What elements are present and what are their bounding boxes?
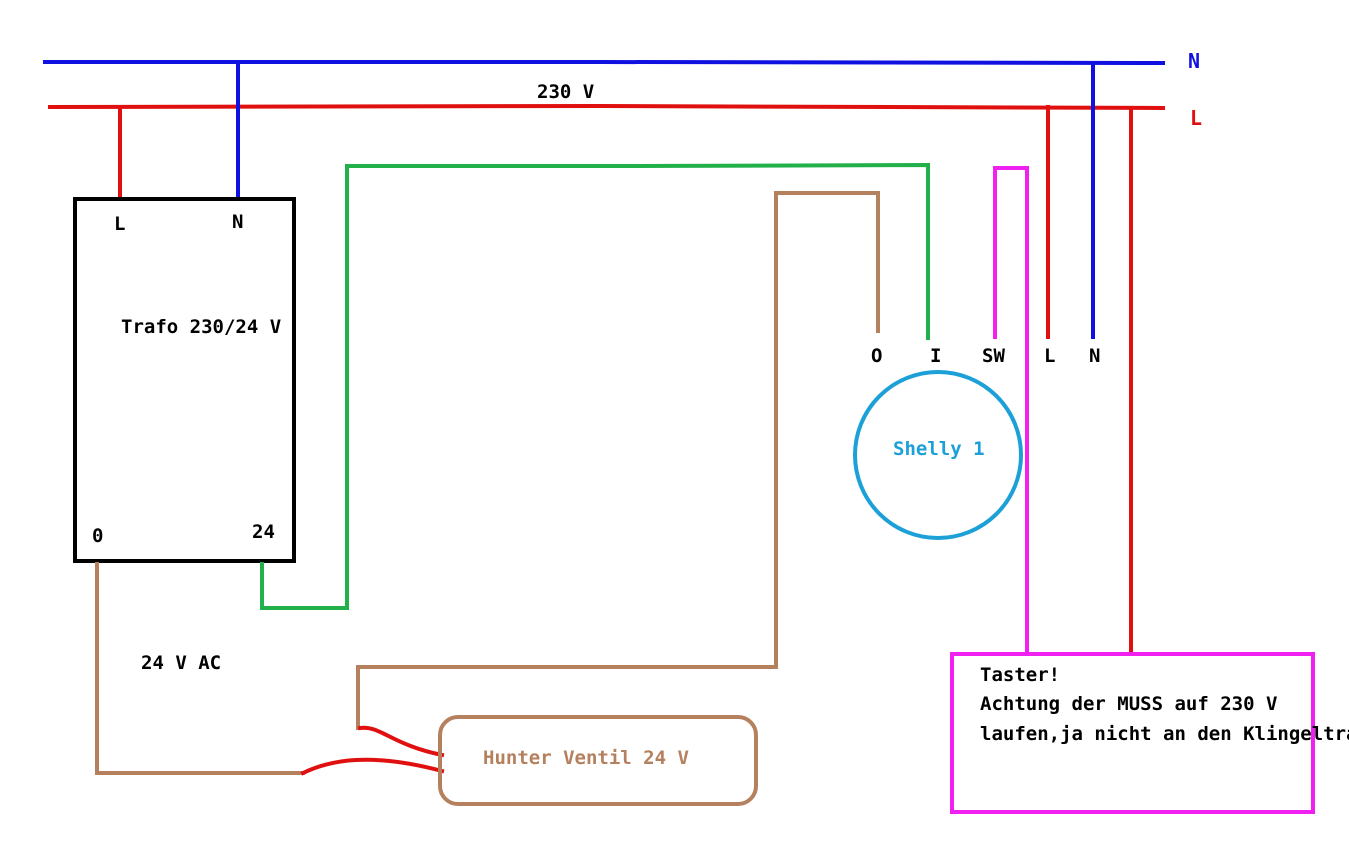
trafo-output-label: 24 V AC bbox=[141, 652, 221, 674]
trafo-terminal-n: N bbox=[232, 211, 243, 233]
shelly-terminal-l: L bbox=[1044, 345, 1055, 367]
taster-line-2: Achtung der MUSS auf 230 V bbox=[980, 693, 1277, 715]
neutral-rail bbox=[43, 60, 1166, 66]
shelly-o-wire bbox=[356, 191, 880, 730]
live-rail bbox=[47, 103, 1166, 111]
trafo-terminal-0: 0 bbox=[92, 525, 103, 547]
shelly-terminal-i: I bbox=[930, 345, 941, 367]
voltage-label: 230 V bbox=[537, 81, 594, 103]
taster-box bbox=[950, 652, 1315, 814]
signal-wire bbox=[260, 162, 930, 610]
trafo-terminal-l: L bbox=[114, 213, 125, 235]
shelly-terminal-o: O bbox=[871, 345, 882, 367]
taster-line-1: Taster! bbox=[980, 664, 1060, 686]
shelly-body bbox=[853, 370, 1023, 540]
trafo-box bbox=[73, 197, 296, 563]
trafo-terminal-24: 24 bbox=[252, 521, 275, 543]
rail-l-label: L bbox=[1190, 106, 1202, 130]
valve-lead-2 bbox=[300, 757, 445, 776]
valve-lead-1 bbox=[357, 725, 445, 758]
shelly-label: Shelly 1 bbox=[893, 438, 985, 460]
rail-n-label: N bbox=[1188, 49, 1200, 73]
trafo-0-wire bbox=[95, 562, 305, 775]
valve-label: Hunter Ventil 24 V bbox=[483, 747, 689, 769]
valve-box bbox=[438, 715, 758, 806]
shelly-terminal-n: N bbox=[1089, 345, 1100, 367]
trafo-title: Trafo 230/24 V bbox=[121, 316, 281, 338]
sw-wire bbox=[993, 166, 1029, 656]
taster-line-3: laufen,ja nicht an den Klingeltrafo bbox=[980, 723, 1349, 745]
shelly-terminal-sw: SW bbox=[982, 345, 1005, 367]
